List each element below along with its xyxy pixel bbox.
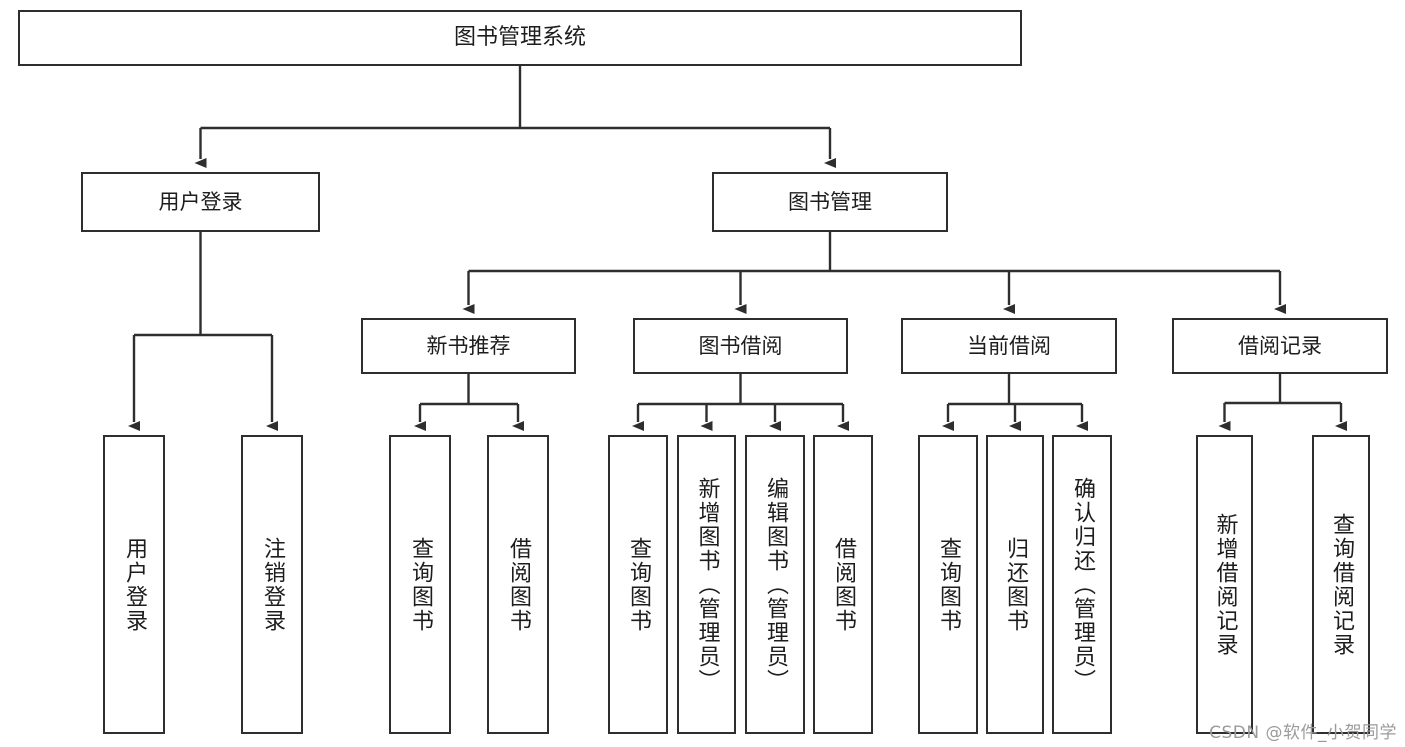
node-label: 新增借阅记录 [1212,512,1238,657]
node-leaf-cur-confirm: 确认归还（管理员） [1052,435,1112,734]
node-leaf-user-login: 用户登录 [103,435,165,734]
node-label: 查询图书 [626,536,651,633]
node-label: 用户登录 [122,536,147,633]
node-label: 查询借阅记录 [1329,512,1354,657]
node-label: 新书推荐 [426,333,511,358]
node-records: 借阅记录 [1172,318,1388,374]
node-label: 确认归还（管理员） [1070,476,1095,693]
node-label: 查询图书 [408,536,433,633]
node-label: 图书管理 [788,189,872,214]
node-leaf-bor-add: 新增图书（管理员） [677,435,736,734]
node-login: 用户登录 [81,172,320,232]
node-leaf-user-logout: 注销登录 [241,435,303,734]
node-label: 注销登录 [260,536,285,633]
node-label: 借阅图书 [506,536,531,633]
node-leaf-rec-add: 新增借阅记录 [1196,435,1253,734]
node-label: 编辑图书（管理员） [763,476,788,693]
node-label: 借阅记录 [1238,333,1322,358]
node-label: 当前借阅 [967,333,1051,358]
node-leaf-rec-query: 查询借阅记录 [1312,435,1370,734]
node-label: 图书借阅 [698,333,783,358]
node-root: 图书管理系统 [18,10,1022,66]
node-leaf-cur-query: 查询图书 [918,435,978,734]
node-label: 归还图书 [1003,536,1028,633]
node-bookmgmt: 图书管理 [712,172,948,232]
edges [128,66,1347,431]
node-leaf-new-query: 查询图书 [389,435,451,734]
node-label: 用户登录 [158,189,243,214]
node-leaf-bor-edit: 编辑图书（管理员） [745,435,805,734]
node-label: 新增图书（管理员） [694,476,720,693]
node-label: 借阅图书 [831,536,856,633]
node-borrow: 图书借阅 [633,318,848,374]
node-leaf-bor-query: 查询图书 [608,435,668,734]
node-leaf-bor-borrow: 借阅图书 [813,435,873,734]
node-leaf-cur-return: 归还图书 [986,435,1044,734]
node-label: 图书管理系统 [453,25,586,51]
node-newbook: 新书推荐 [361,318,576,374]
node-label: 查询图书 [936,536,961,633]
node-current: 当前借阅 [901,318,1117,374]
node-leaf-new-borrow: 借阅图书 [487,435,549,734]
